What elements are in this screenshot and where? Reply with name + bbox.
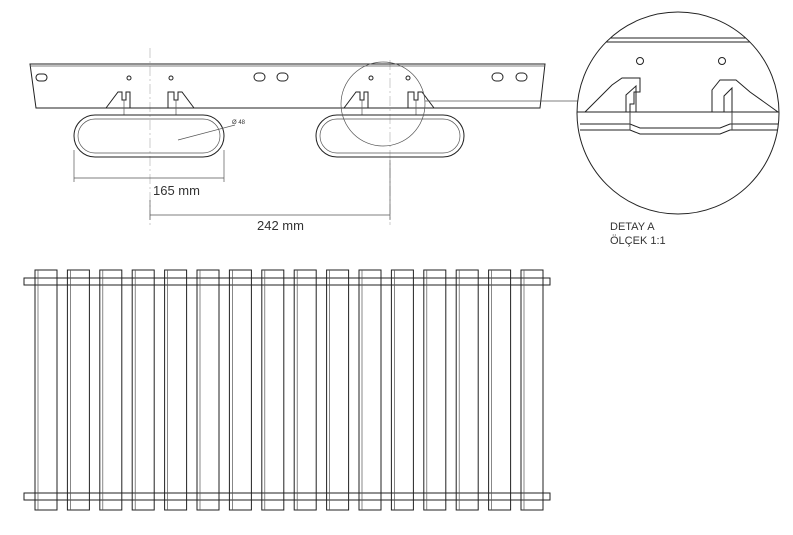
dimension-165: 165 mm [73, 150, 225, 198]
radiator-slat [131, 269, 155, 511]
radiator-slat [34, 269, 58, 511]
radiator-slat [261, 269, 285, 511]
radiator-slat [164, 269, 188, 511]
radiator-slat [196, 269, 220, 511]
dimension-165-label: 165 mm [153, 183, 200, 198]
radiator-slat [423, 269, 447, 511]
radiator-slat [488, 269, 512, 511]
top-collector-tube [23, 277, 551, 286]
radiator-slat [520, 269, 544, 511]
mounting-bar-view: Ø 48 [29, 48, 578, 225]
radiator-slat [228, 269, 252, 511]
radiator-slat [358, 269, 382, 511]
dimension-242: 242 mm [149, 160, 391, 233]
radiator-slat [66, 269, 90, 511]
detail-scale: ÖLÇEK 1:1 [610, 235, 666, 247]
dimension-242-label: 242 mm [257, 218, 304, 233]
radiator-front-view [23, 269, 551, 511]
radiator-slat [326, 269, 350, 511]
radiator-slat [99, 269, 123, 511]
radiator-slat [455, 269, 479, 511]
radiator-slat [293, 269, 317, 511]
detail-a-view: DETAY A ÖLÇEK 1:1 [576, 11, 780, 247]
radiator-slat [390, 269, 414, 511]
detail-title: DETAY A [610, 221, 655, 233]
diameter-label: Ø 48 [232, 120, 246, 126]
bottom-collector-tube [23, 492, 551, 501]
